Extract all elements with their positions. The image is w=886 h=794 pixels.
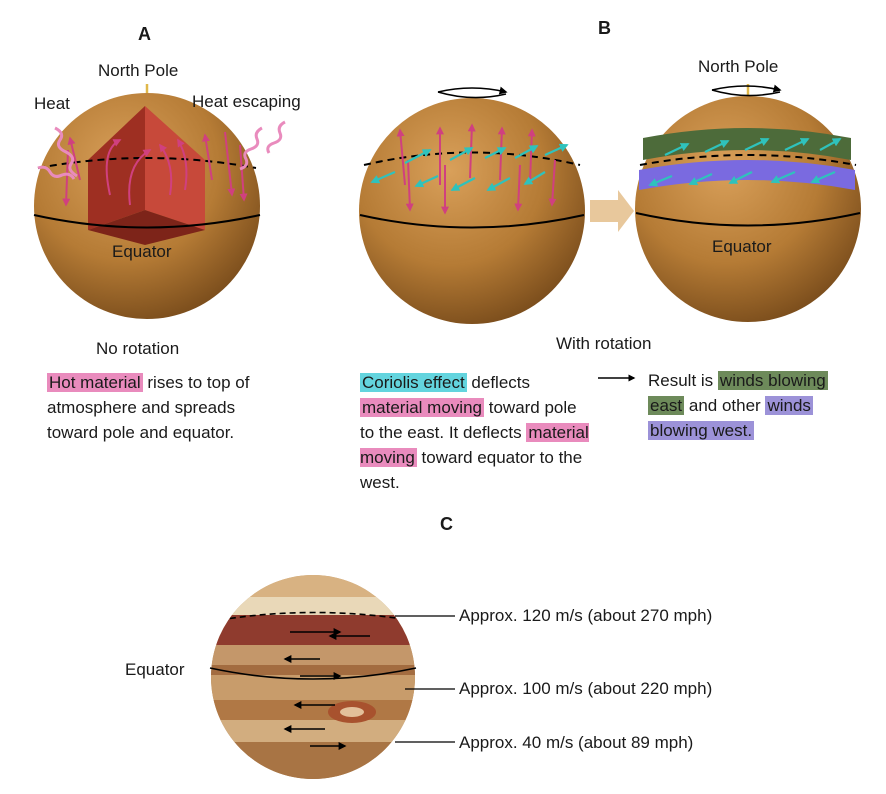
panel-a-label: A	[138, 24, 151, 44]
north-pole-label-a: North Pole	[98, 61, 179, 80]
winds-west-highlight-1: winds	[765, 396, 813, 415]
winds-east-highlight-1: winds blowing	[717, 371, 828, 390]
speed-label-100: Approx. 100 m/s (about 220 mph)	[459, 679, 713, 698]
coriolis-text-1: deflects	[471, 373, 531, 392]
hot-material-highlight: Hot material	[47, 373, 143, 392]
coriolis-text-2: toward pole to the east. It deflects	[360, 398, 577, 442]
result-intro: Result is	[648, 371, 714, 390]
north-pole-label-b: North Pole	[698, 57, 779, 76]
heat-label: Heat	[34, 94, 70, 113]
heat-escaping-label: Heat escaping	[192, 92, 301, 111]
sphere-b-right	[635, 84, 861, 322]
coriolis-text: Coriolis effect deflects material moving…	[360, 370, 590, 495]
winds-west-highlight-2: blowing west.	[648, 421, 755, 440]
result-mid: and other	[688, 396, 761, 415]
jupiter	[209, 575, 455, 779]
panel-a-text: Hot material rises to top of atmosphere …	[47, 370, 287, 445]
transition-arrow	[590, 190, 634, 232]
equator-label-a: Equator	[112, 242, 172, 261]
speed-label-40: Approx. 40 m/s (about 89 mph)	[459, 733, 694, 752]
panel-a-text-1: rises to	[147, 373, 203, 392]
equator-label-b: Equator	[712, 237, 772, 256]
sphere-b-left	[359, 86, 585, 324]
equator-label-c: Equator	[125, 660, 185, 679]
panel-a-text-2: top of atmosphere and spreads toward pol…	[47, 373, 250, 442]
panel-c-label: C	[440, 514, 453, 534]
sphere-a	[33, 84, 286, 319]
material-moving-highlight-1: material moving	[360, 398, 484, 417]
coriolis-text-3: toward equator to the west.	[360, 448, 583, 492]
with-rotation-caption: With rotation	[556, 334, 652, 353]
no-rotation-caption: No rotation	[96, 339, 180, 358]
winds-east-highlight-2: east	[648, 396, 685, 415]
result-text: Result is winds blowing east and other w…	[648, 368, 868, 443]
speed-label-120: Approx. 120 m/s (about 270 mph)	[459, 606, 713, 625]
panel-b-label: B	[598, 18, 611, 38]
coriolis-highlight: Coriolis effect	[360, 373, 467, 392]
